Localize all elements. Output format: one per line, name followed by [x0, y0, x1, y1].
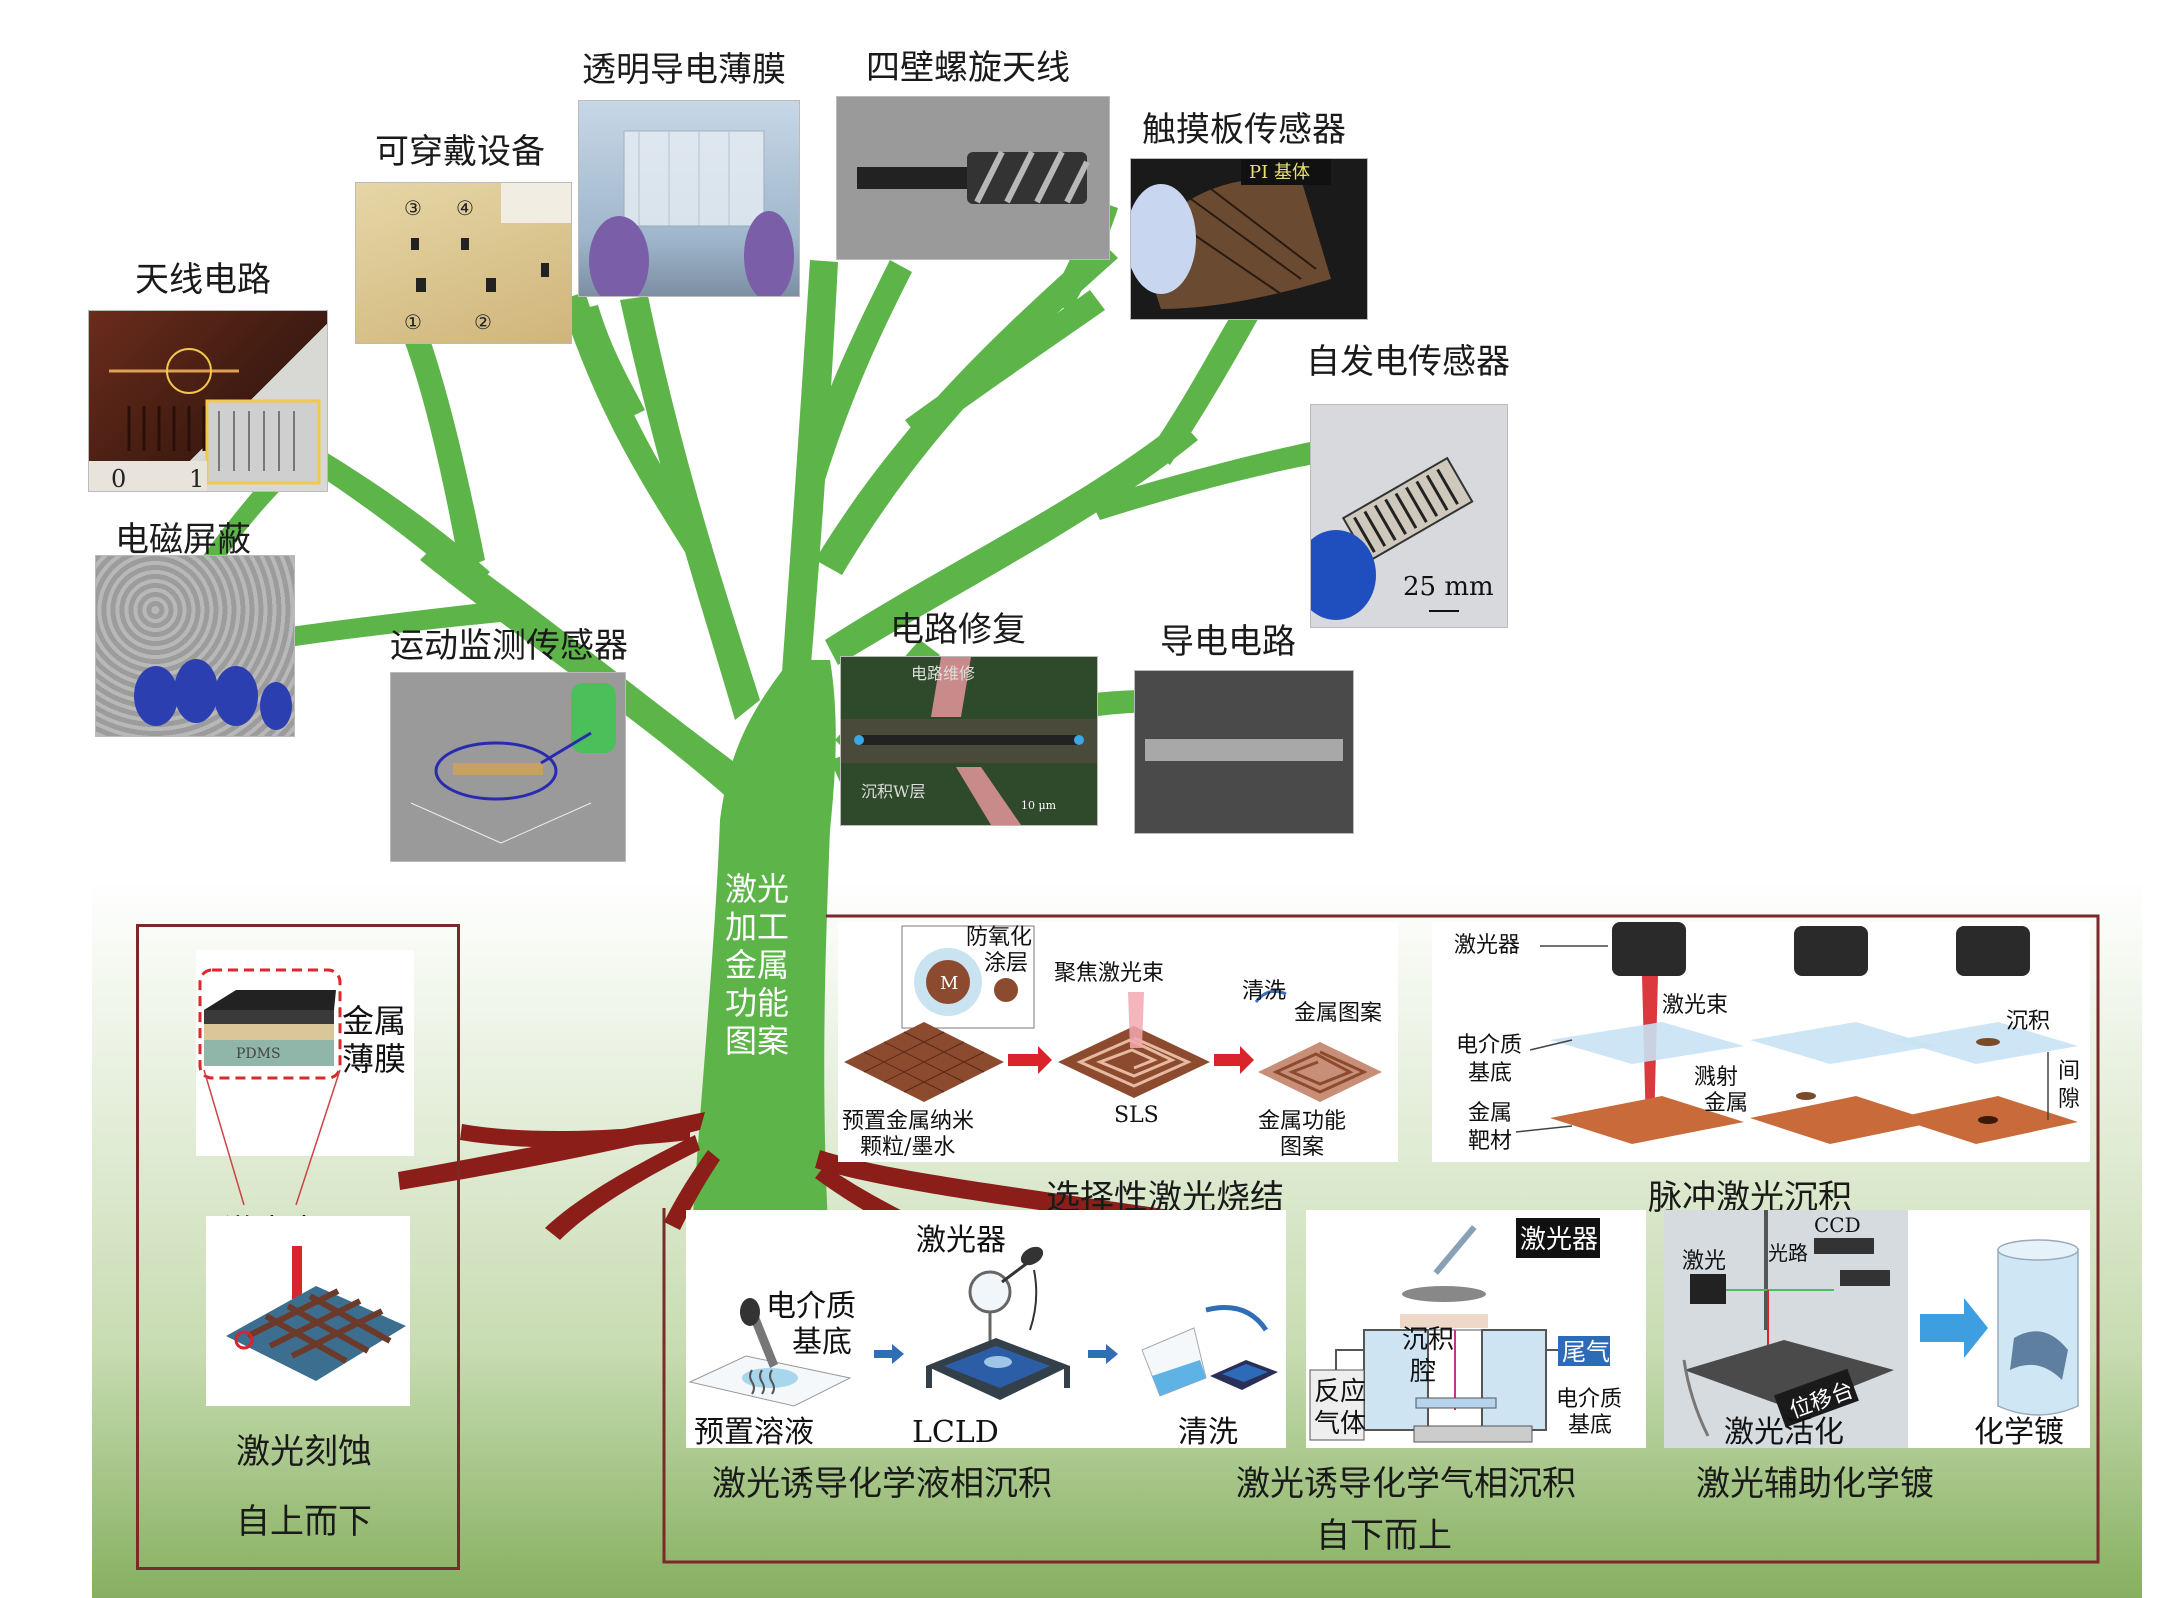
- pld-sputter-label: 金属: [1704, 1091, 1748, 1116]
- pld-target-label: 靶材: [1468, 1129, 1512, 1154]
- lcvd-title: 激光诱导化学气相沉积: [1236, 1464, 1576, 1504]
- lcvd-reactant-label: 反应: [1314, 1377, 1366, 1407]
- tree-trunk-and-branches: [180, 200, 1325, 1260]
- lap-panel: 位移台 CCD 激光 光路 激光活化 化学镀: [1664, 1210, 2090, 1450]
- metal-film-panel: PDMS 金属 薄膜: [196, 950, 414, 1156]
- pdms-label: PDMS: [236, 1046, 281, 1062]
- wearable-mark: ②: [474, 310, 492, 334]
- lap-laser-label: 激光: [1682, 1249, 1726, 1274]
- metal-film-label: 金属: [342, 1002, 406, 1040]
- pld-dielectric-label: 基底: [1468, 1061, 1512, 1086]
- top-down-category-label: 自上而下: [236, 1502, 372, 1542]
- wearable-mark: ③: [404, 196, 422, 220]
- helix-antenna-title: 四壁螺旋天线: [866, 48, 1070, 88]
- lcld-title: 激光诱导化学液相沉积: [712, 1464, 1052, 1504]
- circuit-repair-layer-label: 沉积W层: [861, 782, 925, 801]
- touch-sensor-photo: PI 基体: [1130, 158, 1368, 320]
- scale-bar-text: 25 mm: [1403, 572, 1494, 602]
- pld-laser-label: 激光器: [1454, 933, 1520, 958]
- ruler-one-text: 1: [189, 465, 204, 491]
- lcvd-panel: 激光器 沉积 腔 尾气 反应 气体 电介质 基底: [1306, 1210, 1646, 1448]
- pld-sputter-label: 溅射: [1694, 1065, 1738, 1090]
- emi-shielding-photo: [95, 555, 295, 737]
- lcvd-dielectric-label: 基底: [1568, 1413, 1612, 1438]
- wearable-photo: ③ ④ ① ②: [355, 182, 572, 344]
- conductive-circuit-photo: [1134, 670, 1354, 834]
- pld-deposit-label: 沉积: [2006, 1009, 2050, 1034]
- pld-dielectric-label: 电介质: [1456, 1033, 1522, 1058]
- anti-oxidation-label: 防氧化: [966, 925, 1032, 950]
- laser-etching-panel: [206, 1216, 410, 1406]
- antenna-circuit-title: 天线电路: [135, 260, 271, 300]
- helix-antenna-photo: [836, 96, 1110, 260]
- emi-shielding-title: 电磁屏蔽: [115, 520, 251, 560]
- wearable-mark: ①: [404, 310, 422, 334]
- metal-film-label: 薄膜: [342, 1040, 406, 1078]
- sls-wash-label: 清洗: [1242, 979, 1286, 1004]
- lap-title: 激光辅助化学镀: [1696, 1464, 1934, 1504]
- lcvd-chamber-label: 腔: [1410, 1357, 1436, 1387]
- transparent-film-photo: [578, 100, 800, 297]
- lcvd-chamber-label: 沉积: [1402, 1325, 1454, 1355]
- preset-label: 预置金属纳米: [842, 1109, 974, 1134]
- lcvd-exhaust-label: 尾气: [1562, 1338, 1610, 1366]
- motion-sensor-title: 运动监测传感器: [390, 626, 628, 666]
- lap-plating-label: 化学镀: [1974, 1415, 2064, 1448]
- pld-panel: 激光器 激光束 电介质 基底 金属 靶材 溅射 金属 沉积 间 隙: [1432, 922, 2090, 1162]
- bottom-up-category-label: 自下而上: [1316, 1516, 1452, 1556]
- self-powered-sensor-photo: 25 mm: [1310, 404, 1508, 628]
- trunk-label-line: 功能: [724, 984, 789, 1022]
- anti-oxidation-label: 涂层: [984, 951, 1028, 976]
- transparent-film-title: 透明导电薄膜: [582, 50, 786, 90]
- motion-sensor-photo: [390, 672, 626, 862]
- sls-label: SLS: [1114, 1103, 1159, 1128]
- wearable-title: 可穿戴设备: [375, 132, 545, 172]
- trunk-label: 激光 加工 金属 功能 图案: [722, 870, 792, 1060]
- lcld-device-label: LCLD: [912, 1415, 999, 1448]
- lcld-wash-label: 清洗: [1178, 1415, 1238, 1448]
- focused-beam-label: 聚焦激光束: [1054, 961, 1164, 986]
- lcld-laser-label: 激光器: [916, 1223, 1006, 1258]
- trunk-label-line: 激光: [724, 870, 789, 908]
- circuit-repair-title: 电路修复: [890, 610, 1026, 650]
- zoom-lines: [203, 1069, 341, 1206]
- lcld-panel: 电介质 基底 预置溶液 激光器 LCLD 清洗: [686, 1210, 1286, 1450]
- circuit-repair-top-label: 电路维修: [911, 664, 975, 683]
- lap-activation-label: 激光活化: [1724, 1415, 1844, 1448]
- lap-path-label: 光路: [1768, 1241, 1808, 1265]
- particle-m-label: M: [940, 973, 958, 994]
- conductive-circuit-title: 导电电路: [1160, 622, 1296, 662]
- wearable-mark: ④: [456, 196, 474, 220]
- metal-pattern-label: 金属图案: [1294, 1001, 1382, 1026]
- sls-panel: M 防氧化 涂层 预置金属纳米 颗粒/墨水 聚焦激光束 SLS 清洗 金属图案 …: [838, 922, 1398, 1162]
- touch-pi-label: PI 基体: [1249, 162, 1310, 183]
- touch-sensor-title: 触摸板传感器: [1142, 110, 1346, 150]
- lcvd-laser-label: 激光器: [1520, 1225, 1598, 1255]
- functional-pattern-label: 金属功能: [1258, 1109, 1346, 1134]
- trunk-label-line: 加工: [724, 908, 789, 946]
- pld-gap-label: 间: [2058, 1059, 2080, 1084]
- functional-pattern-label: 图案: [1280, 1135, 1324, 1160]
- lcld-dielectric-label: 电介质: [766, 1289, 856, 1324]
- top-down-frame: [136, 924, 460, 1570]
- pld-target-label: 金属: [1468, 1101, 1512, 1126]
- preset-label: 颗粒/墨水: [860, 1135, 955, 1160]
- lcld-dielectric-label: 基底: [792, 1325, 852, 1360]
- trunk-label-line: 图案: [724, 1022, 789, 1060]
- trunk-label-line: 金属: [724, 946, 789, 984]
- self-powered-sensor-title: 自发电传感器: [1306, 342, 1510, 382]
- circuit-repair-photo: 电路维修 沉积W层 10 μm: [840, 656, 1098, 826]
- laser-etching-label: 激光刻蚀: [236, 1432, 372, 1472]
- ruler-zero-text: 0: [111, 465, 126, 491]
- antenna-circuit-photo: 0 1: [88, 310, 328, 492]
- lap-ccd-label: CCD: [1814, 1213, 1861, 1237]
- lcvd-reactant-label: 气体: [1314, 1409, 1366, 1439]
- circuit-repair-scale-label: 10 μm: [1021, 799, 1057, 812]
- pld-beam-label: 激光束: [1662, 993, 1728, 1018]
- lcld-solution-label: 预置溶液: [694, 1415, 814, 1448]
- pld-gap-label: 隙: [2058, 1087, 2080, 1112]
- lcvd-dielectric-label: 电介质: [1556, 1387, 1622, 1412]
